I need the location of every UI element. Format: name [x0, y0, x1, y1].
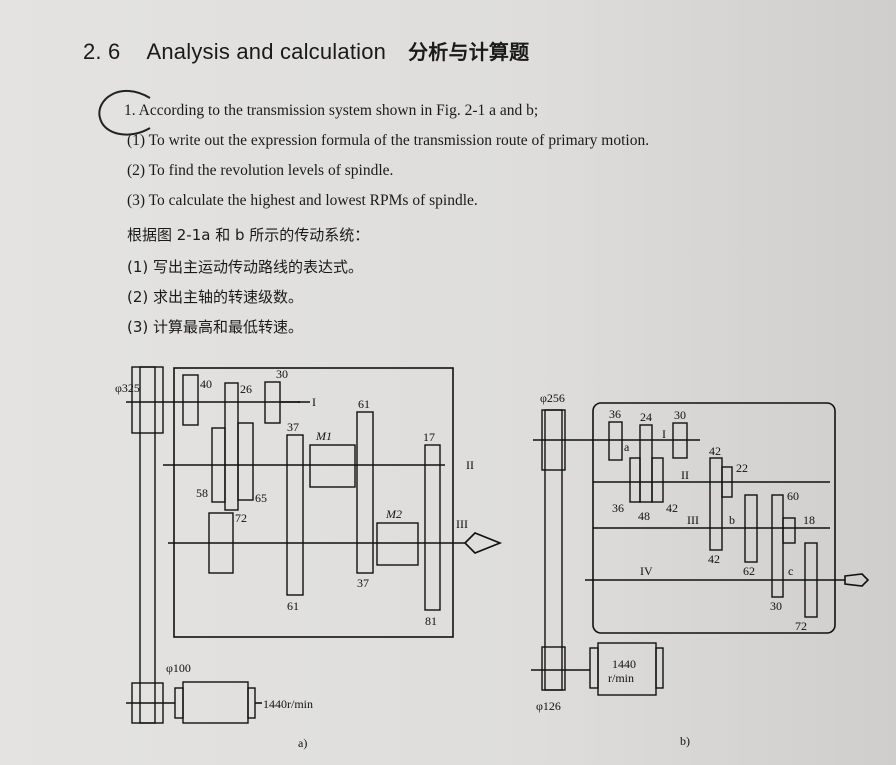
gear-label: 36 — [612, 501, 624, 515]
section-title-en: Analysis and calculation — [146, 39, 387, 64]
section-number: 2. 6 — [83, 39, 121, 64]
shaft-label: I — [662, 427, 666, 441]
section-title-zh: 分析与计算题 — [408, 40, 530, 64]
gear-label: 42 — [709, 444, 721, 458]
question-intro: 1. According to the transmission system … — [124, 102, 538, 120]
shaft-label: III — [687, 513, 699, 527]
figure-b-diagram: φ256 φ126 1440 r/min I II III IV 36 24 3… — [531, 391, 870, 748]
question-intro-zh: 根据图 2-1a 和 b 所示的传动系统： — [127, 226, 370, 244]
gear-label: 65 — [255, 491, 267, 505]
gear-label: 30 — [276, 367, 288, 381]
label-motor-b-1: 1440 — [612, 657, 636, 671]
gear-label: 42 — [666, 501, 678, 515]
gear-label: 40 — [200, 377, 212, 391]
gear-label: 61 — [358, 397, 370, 411]
label-motor-b-2: r/min — [608, 671, 634, 685]
gear-label: 22 — [736, 461, 748, 475]
shaft-label: IV — [640, 564, 653, 578]
gear-label: 42 — [708, 552, 720, 566]
label-pulley-b-top: φ256 — [540, 391, 565, 405]
gear-label: 58 — [196, 486, 208, 500]
gear-label: 26 — [240, 382, 252, 396]
clutch-label: M2 — [385, 507, 402, 521]
question-item-2: (2) To find the revolution levels of spi… — [127, 162, 394, 179]
section-title: 2. 6 Analysis and calculation 分析与计算题 — [83, 36, 529, 65]
gear-label: 48 — [638, 509, 650, 523]
gear-label: 72 — [235, 511, 247, 525]
label-pulley-b-bottom: φ126 — [536, 699, 561, 713]
question-item-zh-3: (3) 计算最高和最低转速。 — [127, 318, 304, 336]
gear-label: 30 — [674, 408, 686, 422]
gear-label: 30 — [770, 599, 782, 613]
figure-a-caption: a) — [298, 736, 307, 750]
label-pulley-a-bottom: φ100 — [166, 661, 191, 675]
gear-label: 36 — [609, 407, 621, 421]
shaft-label: II — [466, 458, 474, 472]
question-number: 1. — [124, 102, 136, 119]
label-motor-a: 1440r/min — [263, 697, 313, 711]
gear-label: 18 — [803, 513, 815, 527]
question-item-3: (3) To calculate the highest and lowest … — [127, 192, 478, 209]
gear-label: 17 — [423, 430, 435, 444]
shaft-label: II — [681, 468, 689, 482]
gear-label: 62 — [743, 564, 755, 578]
question-item-1: (1) To write out the expression formula … — [127, 132, 650, 149]
gear-label: 61 — [287, 599, 299, 613]
gear-label: 37 — [287, 420, 299, 434]
question-item-zh-2: (2) 求出主轴的转速级数。 — [127, 288, 304, 306]
handwritten-circle-mark — [98, 89, 151, 136]
gear-label: 37 — [357, 576, 369, 590]
figure-a-diagram: φ325 φ100 1440r/min I II III 40 26 30 37… — [115, 366, 503, 750]
gear-label: 24 — [640, 410, 652, 424]
clutch-label: M1 — [315, 429, 332, 443]
gear-label: 60 — [787, 489, 799, 503]
gear-group-label: a — [624, 440, 630, 454]
figure-b-caption: b) — [680, 734, 690, 748]
shaft-label: III — [456, 517, 468, 531]
gear-group-label: c — [788, 564, 793, 578]
question-intro-text: According to the transmission system sho… — [138, 102, 539, 119]
shaft-label: I — [312, 395, 316, 409]
gear-group-label: b — [729, 513, 735, 527]
question-item-zh-1: (1) 写出主运动传动路线的表达式。 — [127, 258, 364, 276]
label-pulley-a-top: φ325 — [115, 381, 140, 395]
gear-label: 72 — [795, 619, 807, 633]
gear-label: 81 — [425, 614, 437, 628]
